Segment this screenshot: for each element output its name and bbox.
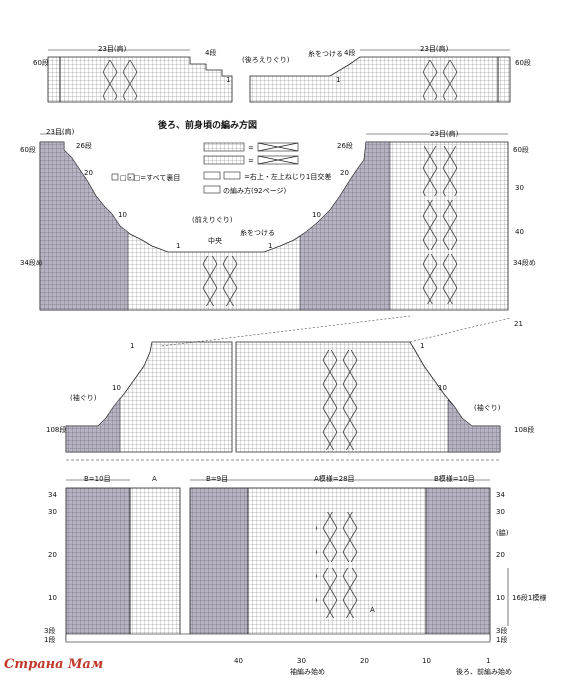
top-right-cable bbox=[420, 60, 460, 100]
mid-cable-2 bbox=[320, 400, 360, 450]
main-bottom-21: 21 bbox=[514, 320, 523, 328]
bottom-b-left: B=10目 bbox=[84, 475, 111, 483]
mid-cable-1 bbox=[320, 350, 360, 400]
mid-left-1: 1 bbox=[130, 342, 134, 350]
main-title: 後ろ、前身頃の編み方図 bbox=[158, 119, 257, 131]
main-yarn-attach: 糸をつける bbox=[240, 228, 275, 237]
main-left-shade bbox=[39, 141, 129, 311]
watermark-text: Страна Мам bbox=[4, 657, 103, 672]
bottom-row-right-30: 30 bbox=[496, 508, 505, 516]
top-left-cable bbox=[100, 60, 140, 100]
main-left-60: 60段 bbox=[20, 145, 36, 154]
bottom-mid-shade bbox=[189, 487, 249, 641]
main-right-col-20: 20 bbox=[340, 169, 349, 177]
legend: □・□=すべて裏目 = = =右上・左上ねじり1目交差 の編み方(92ページ) bbox=[111, 142, 331, 195]
mid-right-1: 1 bbox=[420, 342, 424, 350]
bottom-row-left-34: 34 bbox=[48, 491, 57, 499]
main-left-20: 20 bbox=[84, 169, 93, 177]
legend-cross-a: = bbox=[248, 144, 254, 152]
main-right-cable-3 bbox=[420, 254, 460, 304]
mid-right-10: 10 bbox=[438, 384, 447, 392]
bottom-left-shade bbox=[65, 487, 131, 641]
top-right-stitches: 23目(肩) bbox=[420, 44, 449, 53]
bottom-col-10: 10 bbox=[422, 657, 431, 665]
top-strip: 23目(肩) 23目(肩) 60段 60段 4段 4段 (後ろえりぐり) 糸をつ… bbox=[33, 44, 531, 103]
bottom-row-left-3: 3段 bbox=[44, 626, 55, 635]
bottom-sleeve-start: 袖編み始め bbox=[290, 667, 325, 676]
main-right-rows-40: 40 bbox=[515, 228, 524, 236]
main-center: 中央 bbox=[208, 236, 222, 245]
main-right-rows-34: 34段め bbox=[513, 258, 536, 267]
main-center-cable bbox=[198, 256, 238, 306]
bottom-row-right-1: 1段 bbox=[496, 635, 507, 644]
main-right-rows-30: 30 bbox=[515, 184, 524, 192]
main-left-shoulder: 23目(肩) bbox=[46, 127, 75, 136]
mid-left-sleeve: (袖ぐり) bbox=[70, 393, 97, 402]
bottom-b-right: B模様=10目 bbox=[434, 474, 475, 483]
bottom-center-cable-1 bbox=[316, 512, 360, 562]
main-one-a: 1 bbox=[176, 242, 180, 250]
bottom-row-right-3: 3段 bbox=[496, 626, 507, 635]
main-right-cable-2 bbox=[420, 200, 460, 250]
bottom-row-right-10: 10 bbox=[496, 594, 505, 602]
main-left-10: 10 bbox=[118, 211, 127, 219]
mid-right-108: 108段 bbox=[514, 425, 534, 434]
bottom-col-30: 30 bbox=[297, 657, 306, 665]
bottom-side: (脇) bbox=[496, 529, 509, 537]
top-left-rows: 60段 bbox=[33, 58, 49, 67]
top-one-b: 1 bbox=[336, 76, 340, 84]
mid-left-108: 108段 bbox=[46, 425, 66, 434]
bottom-body-start: 後ろ、前編み始め bbox=[456, 667, 512, 676]
top-right-rows: 60段 bbox=[515, 58, 531, 67]
top-back-neck: (後ろえりぐり) bbox=[242, 55, 290, 64]
mid-left-shade bbox=[65, 397, 121, 453]
mid-right-shade bbox=[447, 399, 501, 453]
bottom-a-mid: A模様=28目 bbox=[314, 474, 355, 483]
mid-chart: (袖ぐり) (袖ぐり) 108段 108段 10 1 10 1 bbox=[46, 341, 534, 453]
legend-pattern: の編み方(92ページ) bbox=[223, 186, 286, 195]
bottom-row-left-20: 20 bbox=[48, 551, 57, 559]
main-one-b: 1 bbox=[268, 242, 272, 250]
main-right-col-10: 10 bbox=[312, 211, 321, 219]
mid-left-10: 10 bbox=[112, 384, 121, 392]
main-left-34: 34段め bbox=[20, 258, 43, 267]
top-right-four: 4段 bbox=[344, 48, 355, 57]
main-left-26: 26段 bbox=[76, 141, 92, 150]
bottom-ribbing bbox=[65, 633, 491, 643]
bottom-chart: B=10目 A B=9目 A模様=28目 B模様=10目 34 30 20 10… bbox=[44, 474, 546, 676]
main-front-neck: (前えりぐり) bbox=[192, 215, 233, 224]
main-right-cable-1 bbox=[420, 146, 460, 196]
top-one-a: 1 bbox=[226, 76, 230, 84]
main-chart: 23目(肩) 23目(肩) 26段 26段 60段 34段め 60段 30 40… bbox=[20, 127, 536, 328]
bottom-row-left-10: 10 bbox=[48, 594, 57, 602]
bottom-b-mid: B=9目 bbox=[206, 475, 228, 483]
bottom-arrow: A bbox=[370, 606, 375, 614]
bottom-row-right-34: 34 bbox=[496, 491, 505, 499]
main-right-shoulder: 23目(肩) bbox=[430, 129, 459, 138]
bottom-left-a bbox=[129, 487, 181, 641]
bottom-rep: 16段1模様 bbox=[512, 593, 546, 602]
bottom-col-20: 20 bbox=[360, 657, 369, 665]
main-right-rows-60: 60段 bbox=[513, 145, 529, 154]
bottom-col-40: 40 bbox=[234, 657, 243, 665]
main-right-26: 26段 bbox=[337, 141, 353, 150]
bottom-row-left-1: 1段 bbox=[44, 635, 55, 644]
main-right-shade bbox=[299, 141, 391, 311]
mid-right-sleeve: (袖ぐり) bbox=[474, 403, 501, 412]
bottom-right-shade bbox=[425, 487, 491, 641]
top-yarn-attach: 糸をつける bbox=[308, 49, 343, 58]
bottom-a-left: A bbox=[152, 475, 157, 483]
bottom-col-1: 1 bbox=[486, 657, 490, 665]
legend-purl: □・□=すべて裏目 bbox=[120, 173, 180, 182]
legend-twist: =右上・左上ねじり1目交差 bbox=[244, 172, 331, 181]
bottom-center-cable-2 bbox=[316, 568, 360, 618]
top-left-stitches: 23目(肩) bbox=[98, 44, 127, 53]
bottom-row-left-30: 30 bbox=[48, 508, 57, 516]
top-left-four: 4段 bbox=[205, 48, 216, 57]
legend-cross-b: = bbox=[248, 157, 254, 165]
bottom-row-right-20: 20 bbox=[496, 551, 505, 559]
